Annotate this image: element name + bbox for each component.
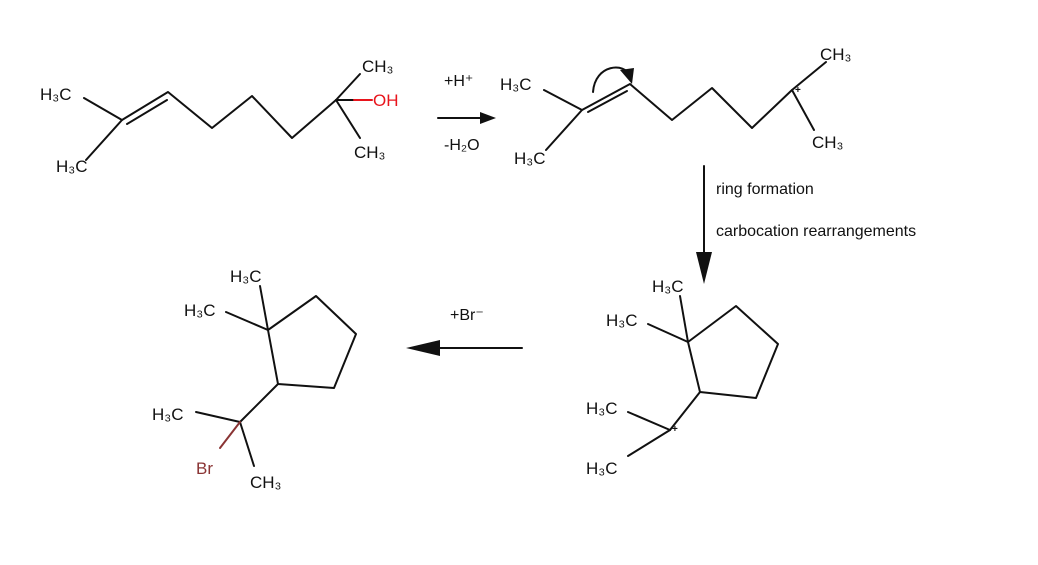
arrow-cyclization: ring formation carbocation rearrangement…	[696, 165, 916, 284]
cyclic-cation-h3c-upper-label: H₃C	[586, 399, 617, 418]
cation-ch3-top-label: CH₃	[820, 45, 851, 64]
molecule-bromide-product: H₃C H₃C H₃C Br CH₃	[152, 267, 357, 492]
step1-reagent-label: +H⁺	[444, 73, 473, 90]
cyclic-cation-methyl-left-bond	[647, 323, 689, 343]
cation-double-bond-inner	[587, 90, 628, 113]
alcohol-ch3-bottom-label: CH₃	[354, 143, 385, 162]
product-h3c-top-label: H₃C	[230, 267, 261, 286]
product-h3c-bottom-label: H₃C	[152, 405, 183, 424]
molecule-cyclic-carbocation: + H₃C H₃C H₃C H₃C	[586, 277, 779, 478]
product-ring	[267, 295, 357, 389]
alcohol-h3c-top-label: H₃C	[40, 85, 71, 104]
step2-note-line2: carbocation rearrangements	[716, 223, 916, 240]
cation-ch3-bottom-label: CH₃	[812, 133, 843, 152]
cation-methyl-bond	[545, 109, 583, 151]
product-ch3-label: CH₃	[250, 473, 281, 492]
cation-h3c-bottom-label: H₃C	[514, 149, 545, 168]
alcohol-h3c-bottom-label: H₃C	[56, 157, 87, 176]
alcohol-chain-bond	[83, 91, 337, 139]
cation-charge-label: +	[795, 85, 801, 96]
step1-byproduct-label: -H₂O	[444, 137, 480, 154]
cyclic-cation-methyl-upper-bond	[627, 411, 671, 431]
alcohol-oh-label: OH	[373, 91, 399, 110]
cyclic-cation-h3c-top-label: H₃C	[652, 277, 683, 296]
product-methyl-up-bond	[259, 285, 269, 331]
cyclic-cation-methyl-up-bond	[679, 295, 689, 343]
cyclic-cation-methyl-lower-bond	[627, 429, 671, 457]
alcohol-methyl-bond	[85, 119, 123, 161]
cyclic-cation-ring-to-cation-bond	[669, 391, 701, 431]
cyclic-cation-h3c-lower-label: H₃C	[586, 459, 617, 478]
arrow-protonation: +H⁺ -H₂O	[437, 73, 496, 154]
cyclic-cation-charge-label: +	[672, 424, 678, 435]
product-methyl-h3c-bond	[195, 411, 241, 423]
cyclic-cation-h3c-left-label: H₃C	[606, 311, 637, 330]
arrow-1-head	[480, 112, 496, 124]
cation-h3c-top-label: H₃C	[500, 75, 531, 94]
arrow-2-head	[696, 252, 712, 284]
alcohol-ch3-top-label: CH₃	[362, 57, 393, 76]
product-methyl-left-bond	[225, 311, 269, 331]
molecule-carbocation: + H₃C H₃C CH₃ CH₃	[500, 45, 851, 168]
product-br-bond	[219, 421, 241, 449]
product-ring-to-cbr-bond	[239, 383, 279, 423]
step2-note-line1: ring formation	[716, 181, 814, 198]
alcohol-double-bond-inner	[126, 99, 168, 125]
cation-ch3-bottom-bond	[791, 89, 815, 131]
arrow-3-head	[406, 340, 440, 356]
product-ch3-bond	[239, 421, 255, 467]
cation-chain-bond	[543, 61, 827, 129]
product-h3c-left-label: H₃C	[184, 301, 215, 320]
alcohol-ch3-top-bond	[335, 73, 361, 101]
step3-reagent-label: +Br⁻	[450, 307, 484, 324]
alcohol-ch3-bottom-bond	[335, 99, 361, 139]
curved-arrow-head-icon	[620, 68, 634, 84]
product-br-label: Br	[196, 459, 213, 478]
arrow-bromide-attack: +Br⁻	[406, 307, 523, 356]
molecule-alcohol: H₃C H₃C CH₃ CH₃ OH	[40, 57, 399, 176]
cyclic-cation-ring	[687, 305, 779, 399]
